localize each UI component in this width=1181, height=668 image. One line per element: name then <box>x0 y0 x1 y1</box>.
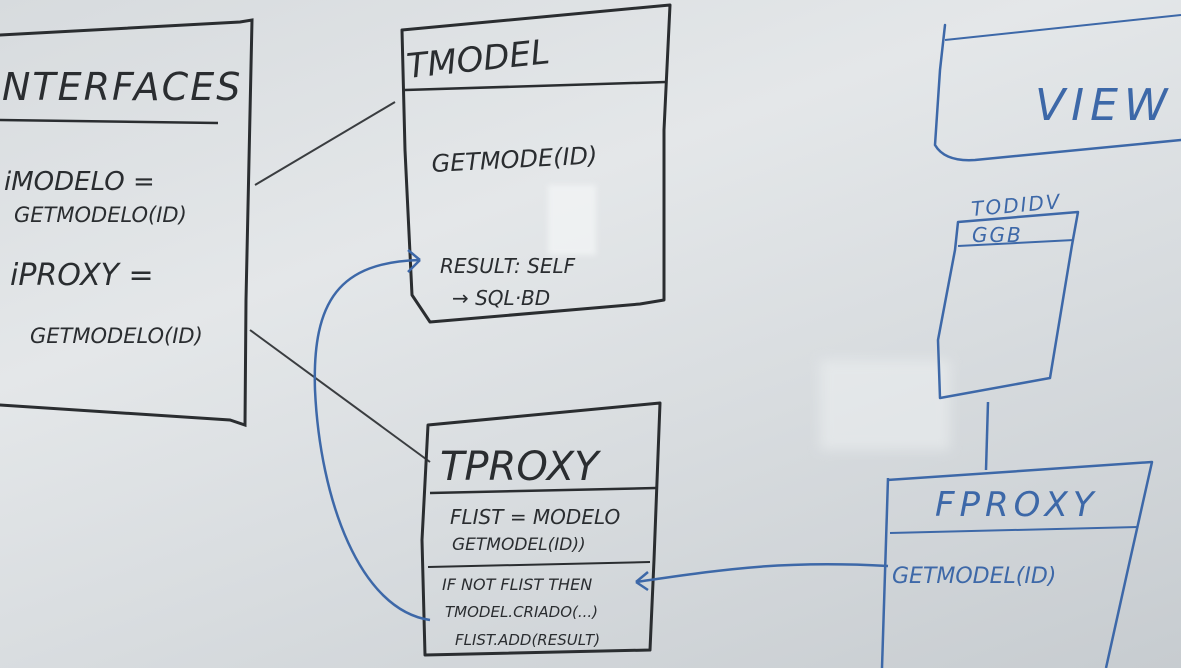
tproxy-line-2: GETMODEL(ID)) <box>452 535 586 555</box>
tproxy-box: TPROXY FLIST = MODELO GETMODEL(ID)) IF N… <box>420 401 662 657</box>
interfaces-line-2: GETMODELO(ID) <box>14 203 187 227</box>
interfaces-title: NTERFACES <box>2 65 242 109</box>
arrowhead-icon <box>635 571 649 592</box>
tproxy-line-4: TMODEL.CRIADO(...) <box>445 603 598 621</box>
view-title: VIEW <box>1035 80 1173 131</box>
interfaces-line-1: iMODELO = <box>4 167 155 197</box>
fproxy-box: FPROXY GETMODEL(ID) <box>880 460 1154 668</box>
interfaces-line-3: iPROXY = <box>10 258 154 293</box>
fproxy-method: GETMODEL(ID) <box>892 564 1056 589</box>
fproxy-title: FPROXY <box>935 485 1099 525</box>
blue-arrow-line <box>635 562 889 584</box>
view-box: VIEW <box>933 14 1181 162</box>
connector-line <box>249 329 431 463</box>
tproxy-line-3: IF NOT FLIST THEN <box>442 575 592 594</box>
connector-line <box>254 101 396 186</box>
tmodel-result-line-2: → SQL·BD <box>452 286 550 310</box>
tmodel-box: TMODEL GETMODE(ID) RESULT: SELF → SQL·BD <box>400 3 672 324</box>
tproxy-line-5: FLIST.ADD(RESULT) <box>455 631 600 649</box>
form-label-2: GGB <box>972 223 1023 247</box>
form-label-1: TODIDV <box>970 189 1062 221</box>
connector-line <box>984 401 990 471</box>
tmodel-title: TMODEL <box>405 32 552 87</box>
blue-arrow-curve <box>313 258 431 622</box>
light-glare <box>548 185 596 255</box>
tproxy-title: TPROXY <box>440 444 602 490</box>
light-glare <box>820 360 950 450</box>
form-box: TODIDV GGB <box>936 189 1080 400</box>
arrowhead-icon <box>407 249 421 273</box>
interfaces-box: NTERFACES iMODELO = GETMODELO(ID) iPROXY… <box>0 18 254 428</box>
tmodel-method: GETMODE(ID) <box>431 141 598 178</box>
tproxy-line-1: FLIST = MODELO <box>450 505 620 529</box>
tmodel-result-line-1: RESULT: SELF <box>440 254 576 278</box>
interfaces-line-4: GETMODELO(ID) <box>30 324 203 348</box>
